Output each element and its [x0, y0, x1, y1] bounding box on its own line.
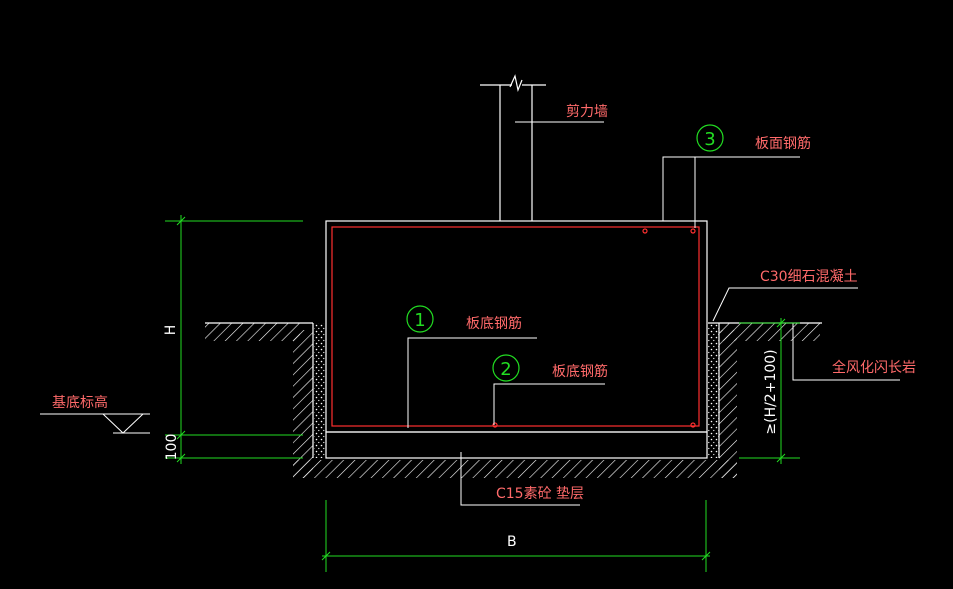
label-bottom-rebar-2: 板底钢筋 [552, 363, 608, 380]
label-base-elevation: 基底标高 [52, 394, 108, 411]
dim-label-b: B [507, 534, 517, 550]
ground-hatching [205, 322, 822, 478]
slab-outline [325, 220, 708, 433]
dimensions [165, 215, 800, 572]
dim-label-100: 100 [164, 434, 180, 461]
cushion-layer [325, 431, 708, 459]
marker-circles [406, 124, 724, 382]
rebar [331, 226, 700, 428]
label-bottom-rebar-1: 板底钢筋 [466, 315, 522, 332]
fine-concrete-fill [314, 323, 719, 458]
dim-label-h: H [163, 325, 179, 336]
label-shear-wall: 剪力墙 [566, 104, 608, 120]
label-weathered-rock: 全风化闪长岩 [832, 359, 916, 376]
dim-label-depth: ≥(H/2+100) [763, 349, 779, 434]
marker-3: 3 [704, 129, 715, 150]
marker-1: 1 [414, 310, 425, 331]
label-cushion: C15素砼 垫层 [496, 486, 584, 502]
leader-lines [407, 121, 900, 506]
shear-wall [480, 74, 546, 221]
marker-2: 2 [500, 359, 511, 380]
elevation-symbol [40, 413, 150, 434]
label-top-rebar: 板面钢筋 [755, 135, 811, 152]
label-fine-concrete: C30细石混凝土 [760, 269, 858, 285]
